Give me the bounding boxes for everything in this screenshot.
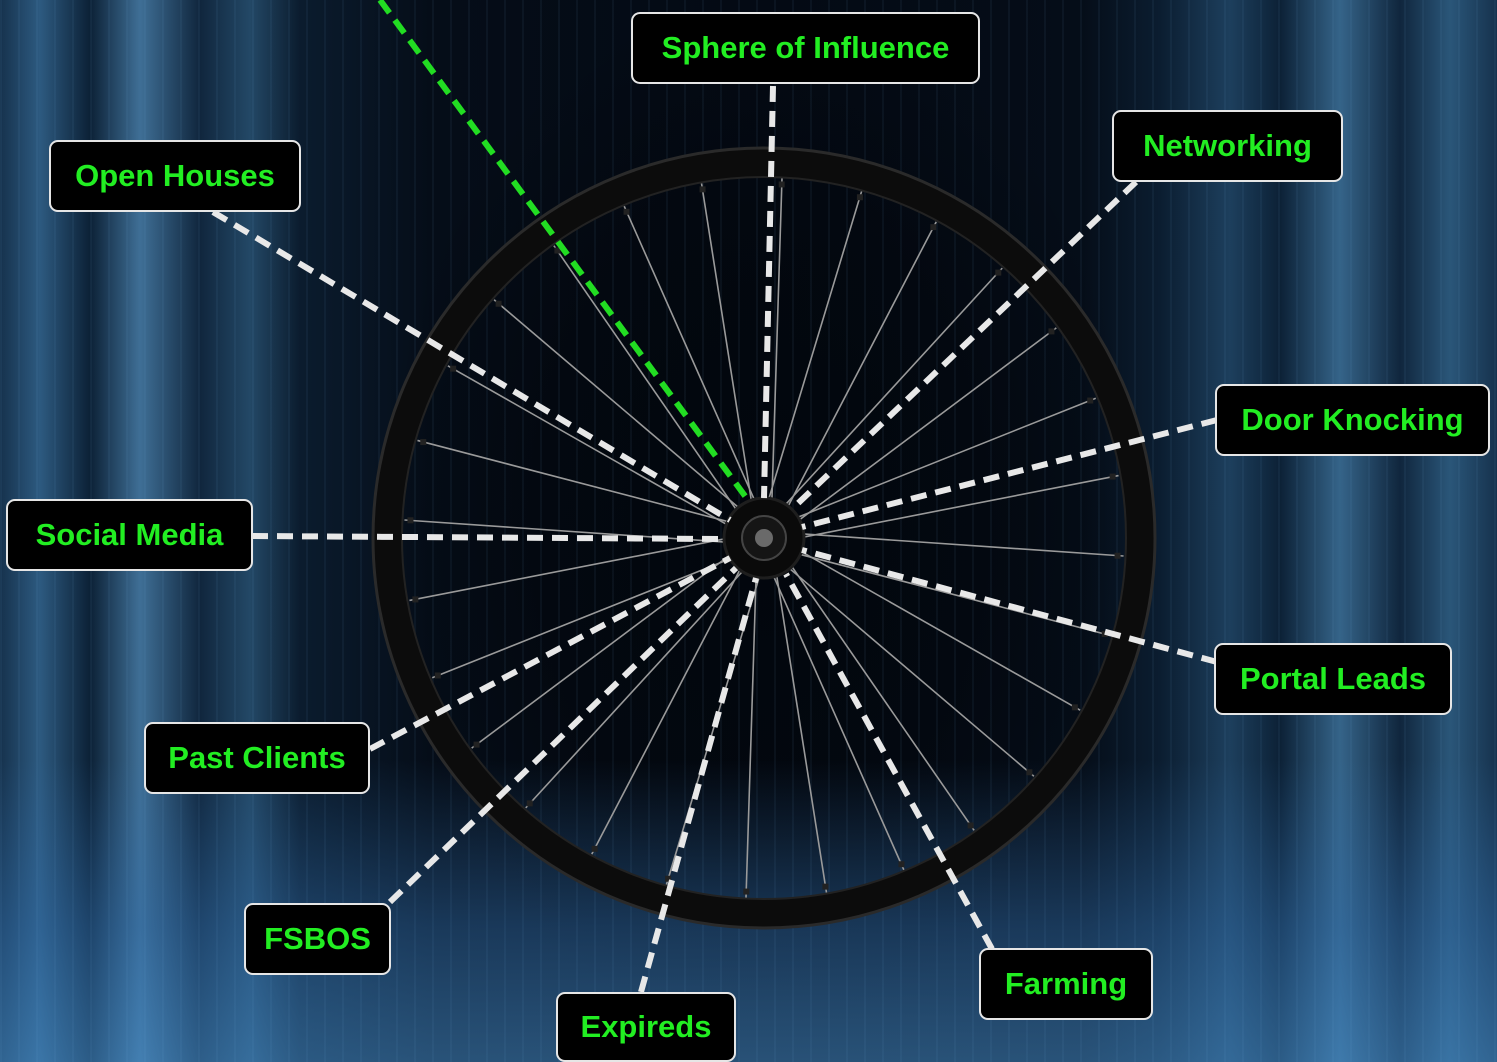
label-door-knocking: Door Knocking <box>1215 384 1490 456</box>
wheel-spoke <box>784 221 937 512</box>
spoke-nipple <box>743 888 750 895</box>
wheel-spoke <box>417 439 734 524</box>
wheel-spoke <box>623 205 758 506</box>
connector-highlight <box>377 0 751 502</box>
wheel-spoke <box>784 564 1035 777</box>
spoke-nipple <box>699 186 706 193</box>
spoke-nipple <box>623 208 630 215</box>
spoke-nipple <box>1114 552 1121 559</box>
wheel-spoke <box>787 561 975 831</box>
spoke-nipple <box>1026 769 1033 776</box>
label-social-media: Social Media <box>6 499 253 571</box>
label-portal-leads: Portal Leads <box>1214 643 1452 715</box>
wheel-spoke <box>431 555 736 679</box>
label-expireds: Expireds <box>556 992 736 1062</box>
wheel-spoke <box>770 570 905 871</box>
spoke-nipple <box>450 365 457 372</box>
connector-fsbos <box>387 565 739 905</box>
wheel-spoke <box>797 532 1124 557</box>
connector-lines <box>211 0 1218 993</box>
label-fsbos: FSBOS <box>244 903 391 975</box>
spoke-nipple <box>434 672 441 679</box>
connector-expireds <box>638 577 759 993</box>
wheel-spoke <box>409 537 731 602</box>
wheel-spokes <box>404 178 1124 898</box>
wheel-spoke <box>553 245 741 515</box>
label-sphere-of-influence: Sphere of Influence <box>631 12 980 84</box>
connector-past-clients <box>368 555 732 752</box>
wheel-spoke <box>780 267 1003 510</box>
spoke-nipple <box>967 822 974 829</box>
spoke-nipple <box>1109 473 1116 480</box>
connector-portal-leads <box>801 547 1218 665</box>
spoke-nipple <box>822 883 829 890</box>
spoke-nipple <box>1071 704 1078 711</box>
spoke-nipple <box>420 439 427 446</box>
connector-sphere-of-influence <box>761 85 776 499</box>
spoke-nipple <box>412 596 419 603</box>
connector-open-houses <box>211 209 732 523</box>
wheel-spoke <box>792 397 1097 521</box>
wheel-spoke <box>775 569 828 893</box>
spoke-nipple <box>591 845 598 852</box>
connector-networking <box>789 179 1139 512</box>
connector-farming <box>783 572 995 951</box>
wheel-axle <box>755 529 773 547</box>
wheel-spoke <box>525 566 748 809</box>
wheel-spoke <box>795 547 1081 711</box>
wheel-spoke <box>770 178 783 505</box>
connector-social-media <box>251 533 723 542</box>
wheel-spoke <box>797 474 1119 539</box>
spoke-nipple <box>856 194 863 201</box>
spoke-nipple <box>778 181 785 188</box>
spoke-nipple <box>1087 397 1094 404</box>
spoke-nipple <box>473 741 480 748</box>
wheel-spoke <box>745 571 758 898</box>
spoke-nipple <box>995 269 1002 276</box>
label-open-houses: Open Houses <box>49 140 301 212</box>
wheel-spoke <box>404 519 731 544</box>
spoke-nipple <box>407 517 414 524</box>
wheel-spoke <box>493 299 744 512</box>
spoke-nipple <box>1048 328 1055 335</box>
wheel-spoke <box>766 191 863 505</box>
connector-door-knocking <box>801 417 1218 530</box>
spoke-nipple <box>930 224 937 231</box>
label-past-clients: Past Clients <box>144 722 370 794</box>
wheel-spoke <box>591 564 744 855</box>
wheel-rim-highlight <box>371 146 1157 930</box>
spoke-nipple <box>898 861 905 868</box>
wheel-spoke <box>700 183 753 507</box>
wheel-spoke <box>794 327 1057 525</box>
label-farming: Farming <box>979 948 1153 1020</box>
spoke-nipple <box>526 800 533 807</box>
spoke-nipple <box>495 300 502 307</box>
wheel-spoke <box>447 365 733 529</box>
label-networking: Networking <box>1112 110 1343 182</box>
spoke-nipple <box>554 247 561 254</box>
spoke-nipple <box>665 875 672 882</box>
wheel-spoke <box>471 551 734 749</box>
